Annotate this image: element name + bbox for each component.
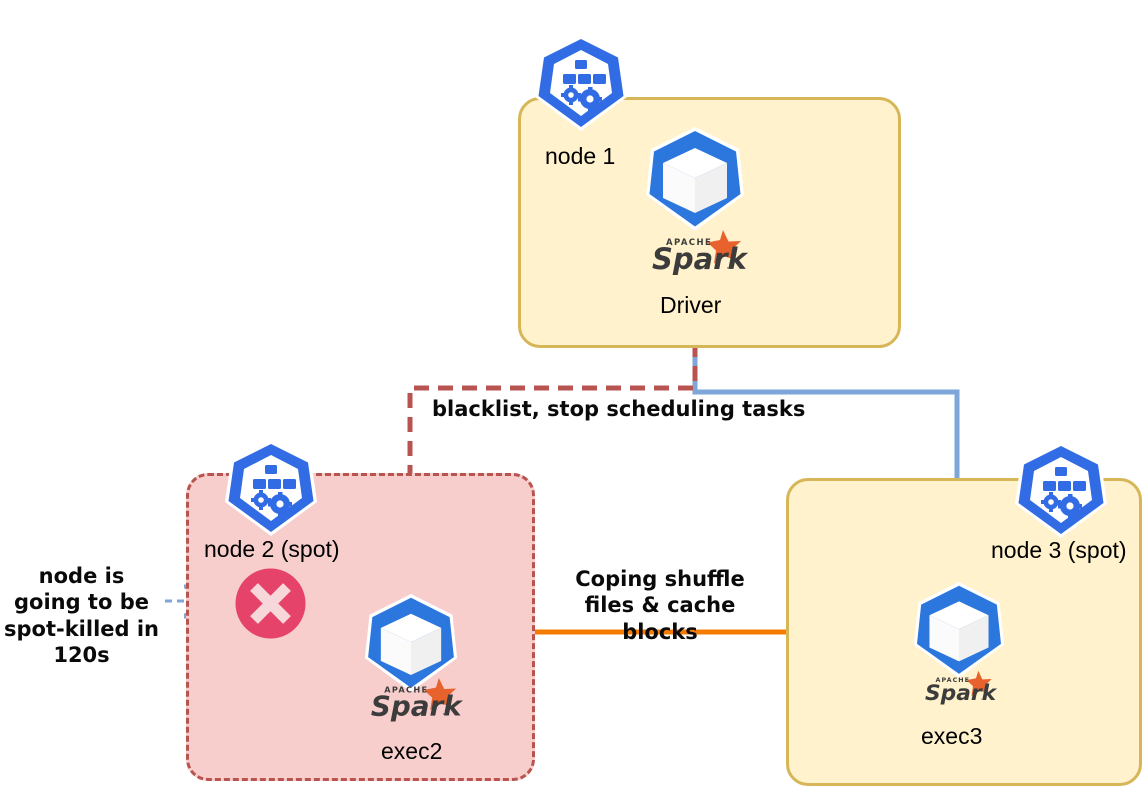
node-label-node1: node 1: [545, 143, 616, 169]
spark-executor-cube-icon[interactable]: [911, 580, 1007, 680]
annotation-copy-note: Coping shuffle files & cache blocks: [575, 567, 745, 644]
node-label-node2: node 2 (spot): [204, 536, 340, 562]
pod-label-exec3: exec3: [921, 723, 983, 749]
kubernetes-node-icon[interactable]: [1013, 440, 1109, 540]
annotation-spot-kill-warning: node is going to be spot-killed in 120s: [4, 564, 160, 667]
pod-label-driver: Driver: [660, 292, 722, 318]
node-label-node3: node 3 (spot): [991, 537, 1127, 563]
pod-label-exec2: exec2: [381, 738, 443, 764]
node-box-node2[interactable]: [186, 473, 535, 781]
red-x-circle-icon[interactable]: [233, 566, 308, 641]
spark-executor-cube-icon[interactable]: [643, 125, 747, 233]
spark-executor-cube-icon[interactable]: [362, 592, 460, 694]
kubernetes-node-icon[interactable]: [533, 33, 629, 133]
annotation-blacklist-note: blacklist, stop scheduling tasks: [432, 397, 806, 421]
kubernetes-node-icon[interactable]: [223, 438, 319, 538]
